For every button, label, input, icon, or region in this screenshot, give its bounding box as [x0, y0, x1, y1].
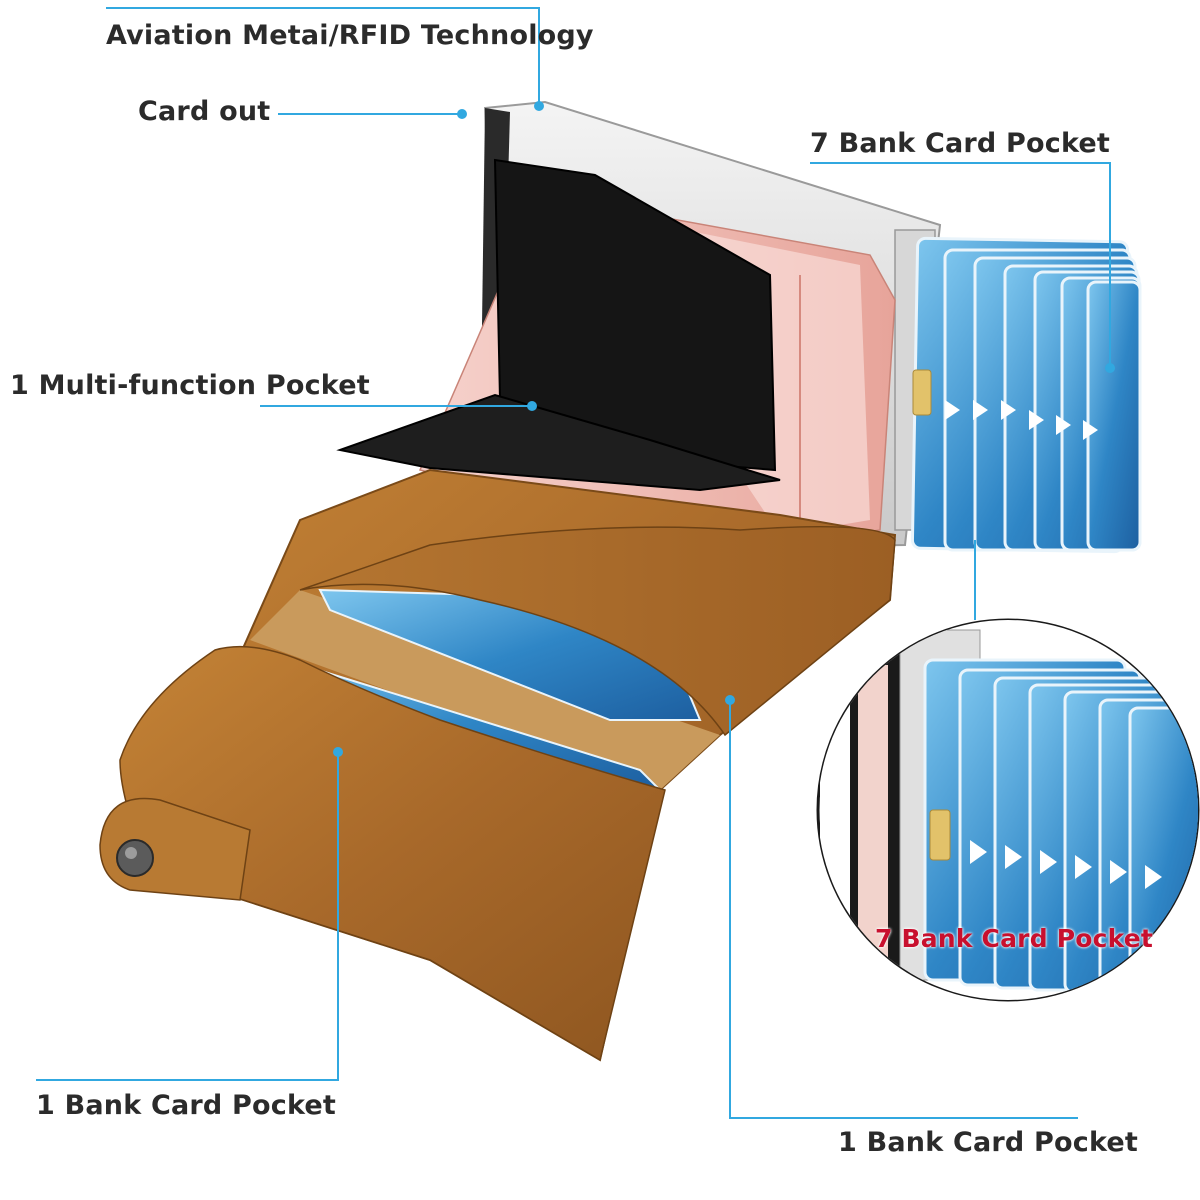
callout-one-pocket-right [729, 700, 1078, 1119]
one-card-pocket-right-label: 1 Bank Card Pocket [838, 1127, 1139, 1158]
card-out-label: Card out [138, 96, 271, 127]
callout-aviation [106, 7, 540, 104]
one-card-pocket-left-label: 1 Bank Card Pocket [36, 1090, 337, 1121]
callout-lines [36, 7, 1111, 1119]
callout-one-pocket-left [36, 752, 339, 1081]
seven-card-stack [910, 236, 1142, 554]
callout-seven-pocket [810, 162, 1111, 368]
leather-wallet [99, 468, 897, 1062]
callout-dots [333, 101, 1115, 757]
seven-card-pocket-label: 7 Bank Card Pocket [810, 128, 1111, 159]
aviation-metal-label: Aviation Metai/RFID Technology [106, 20, 594, 51]
snap-button-icon [116, 839, 154, 877]
multi-function-pocket-label: 1 Multi-function Pocket [10, 370, 370, 401]
inset-seven-pocket-label: 7 Bank Card Pocket [875, 924, 1154, 953]
multi-function-pocket [336, 158, 781, 492]
inset-detail [816, 618, 1200, 1002]
